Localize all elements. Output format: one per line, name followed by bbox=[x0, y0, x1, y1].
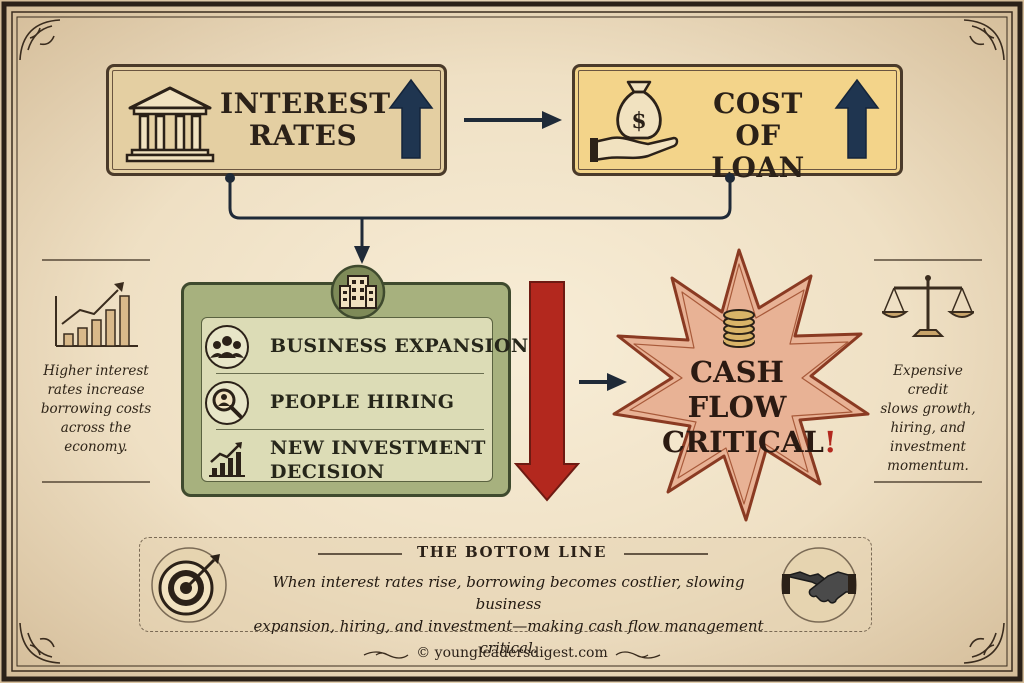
cash-flow-critical-text: CASH FLOW CRITICAL! bbox=[662, 355, 837, 459]
coin-stack-icon bbox=[723, 309, 755, 348]
bottom-line-box bbox=[139, 537, 872, 632]
footer-ornaments bbox=[363, 651, 661, 659]
interest-rates-title: INTEREST RATES bbox=[220, 87, 391, 152]
bottom-line-title: THE BOTTOM LINE bbox=[417, 543, 607, 561]
balance-scale-icon bbox=[882, 275, 974, 337]
title-rules bbox=[318, 553, 708, 555]
growth-chart-icon bbox=[209, 442, 245, 477]
right-note-text: Expensive credit slows growth, hiring, a… bbox=[880, 363, 976, 474]
target-dart-icon bbox=[151, 547, 227, 623]
row-divider bbox=[216, 373, 484, 374]
rising-bar-chart-icon bbox=[55, 282, 138, 347]
arrow-up-icon bbox=[388, 78, 434, 159]
svg-text:$: $ bbox=[631, 108, 646, 134]
cost-of-loan-title: COST OF LOAN bbox=[711, 87, 805, 184]
effect-people-hiring: PEOPLE HIRING bbox=[270, 391, 455, 413]
row-divider bbox=[216, 429, 484, 430]
cash-flow-starburst bbox=[612, 248, 870, 522]
effect-new-investment: NEW INVESTMENT DECISION bbox=[270, 437, 486, 483]
merge-connector-lines bbox=[225, 173, 735, 264]
corner-flourish-icon bbox=[19, 19, 1005, 664]
arrow-right-icon bbox=[579, 373, 627, 391]
left-note-text: Higher interest rates increase borrowing… bbox=[40, 363, 152, 455]
bottom-line-text: When interest rates rise, borrowing beco… bbox=[253, 573, 764, 657]
arrow-up-icon bbox=[834, 78, 880, 159]
team-icon bbox=[205, 325, 249, 369]
money-bag-hand-icon: $ bbox=[590, 80, 679, 162]
effect-business-expansion: BUSINESS EXPANSION bbox=[270, 335, 529, 357]
magnifier-person-icon bbox=[205, 381, 249, 425]
bank-building-icon bbox=[125, 86, 215, 163]
office-building-icon bbox=[330, 264, 386, 320]
handshake-icon bbox=[781, 547, 857, 623]
right-note-rules bbox=[874, 259, 982, 483]
effects-list bbox=[201, 317, 493, 482]
arrow-down-red-icon bbox=[514, 281, 580, 502]
arrow-right-icon bbox=[464, 111, 562, 129]
left-note-rules bbox=[42, 259, 150, 483]
copyright-footer[interactable]: © youngleadersdigest.com bbox=[416, 645, 608, 661]
